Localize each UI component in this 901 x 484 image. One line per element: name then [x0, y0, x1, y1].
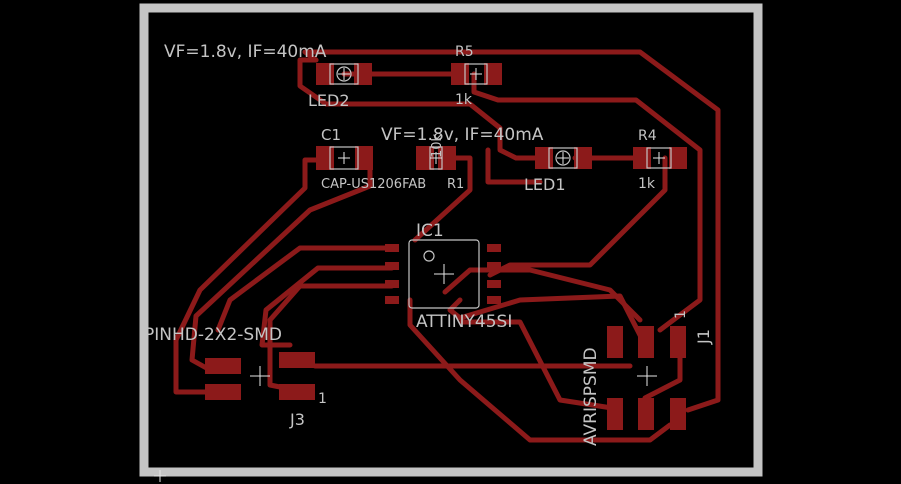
- trace-c1-left: [173, 157, 328, 395]
- ic1-outline: [408, 239, 480, 309]
- r5-pad-a: [451, 63, 469, 85]
- j1-value: AVRISPSMD: [581, 347, 601, 446]
- led2-pad-a: [316, 63, 334, 85]
- c1-outline: [329, 146, 359, 170]
- ic1-value: ATTINY45SI: [416, 312, 512, 332]
- j1-pad-5: [638, 398, 654, 430]
- trace-ic-left1: [215, 245, 393, 333]
- r5-pad-b: [484, 63, 502, 85]
- c1-pad-a: [316, 146, 334, 170]
- j1-pad-4: [670, 398, 686, 430]
- r4-pad-a: [633, 147, 651, 169]
- led2-note: VF=1.8v, IF=40mA: [164, 42, 327, 62]
- j1-pad-2: [638, 326, 654, 358]
- r4-pad-b: [669, 147, 687, 169]
- r4-value: 1k: [638, 176, 656, 192]
- ic1-origin: [434, 264, 454, 284]
- ic1-pin-7: [487, 262, 501, 270]
- ic1-pin-3: [385, 280, 399, 288]
- led1-pad-a: [535, 147, 553, 169]
- j1-name: J1: [694, 329, 713, 345]
- j3-name: J3: [289, 410, 305, 429]
- r4-origin: [653, 152, 665, 164]
- c1-pad-b: [355, 146, 373, 170]
- ic1-pin1-marker: [423, 250, 435, 262]
- led1-marker: [555, 150, 571, 166]
- r1-origin: [430, 152, 442, 164]
- trace-r1-ic: [412, 155, 473, 243]
- j3-pad-3: [279, 384, 315, 400]
- trace-r1-top: [485, 147, 543, 185]
- j3-origin: [250, 366, 270, 386]
- r5-value: 1k: [455, 92, 473, 108]
- trace-ic-left3: [267, 283, 395, 393]
- origin-crosses: [154, 68, 665, 482]
- led2-marker: [336, 66, 352, 82]
- j1-pin1: 1: [673, 310, 689, 319]
- ic1-pin-1: [385, 244, 399, 252]
- led2-origin: [338, 68, 350, 80]
- j3-pad-1: [279, 352, 315, 368]
- c1-name: C1: [321, 126, 341, 144]
- trace-ic-j1c: [459, 319, 615, 411]
- ic1-name: IC1: [416, 221, 444, 241]
- ic1-pin-5: [487, 296, 501, 304]
- c1-value: CAP-US1206FAB: [321, 177, 426, 192]
- ic1-pin-6: [487, 280, 501, 288]
- led1-name: LED1: [524, 175, 566, 194]
- led2-outline: [329, 63, 359, 85]
- trace-outer-right: [302, 49, 721, 413]
- r5-name: R5: [455, 44, 474, 60]
- r4-name: R4: [638, 128, 657, 144]
- r5-outline: [464, 63, 488, 85]
- led1-pad-b: [574, 147, 592, 169]
- trace-r5-right: [471, 71, 703, 333]
- c1-origin: [338, 152, 350, 164]
- r1-name: R1: [447, 177, 464, 192]
- copper-traces: [173, 49, 721, 443]
- j3-pad-2: [205, 358, 241, 374]
- j1-pad-3: [607, 326, 623, 358]
- trace-c1-right: [189, 157, 373, 373]
- board-outline: [139, 3, 763, 477]
- led1-origin: [557, 152, 569, 164]
- r4-outline: [646, 147, 672, 169]
- r1-value: 10k: [430, 133, 445, 158]
- led1-outline: [548, 147, 578, 169]
- led1-note: VF=1.8v, IF=40mA: [381, 125, 544, 145]
- j1-origin: [637, 366, 657, 386]
- ic1-pin-8: [487, 244, 501, 252]
- led2-pad-b: [354, 63, 372, 85]
- j3-value: PINHD-2X2-SMD: [144, 325, 282, 345]
- trace-ic-bottom: [407, 297, 673, 443]
- ic1-pin-2: [385, 262, 399, 270]
- board-origin: [154, 470, 166, 482]
- trace-top-loop: [297, 57, 540, 161]
- r5-origin: [470, 68, 482, 80]
- j1-pad-6: [607, 398, 623, 430]
- j1-pad-1: [670, 326, 686, 358]
- copper-pads: [205, 63, 687, 430]
- j3-pin1: 1: [318, 391, 327, 407]
- j3-pad-4: [205, 384, 241, 400]
- led2-name: LED2: [308, 91, 350, 110]
- silkscreen-labels: VF=1.8v, IF=40mA R5 LED2 1k C1 VF=1.8v, …: [144, 42, 713, 446]
- ic1-pin-4: [385, 296, 399, 304]
